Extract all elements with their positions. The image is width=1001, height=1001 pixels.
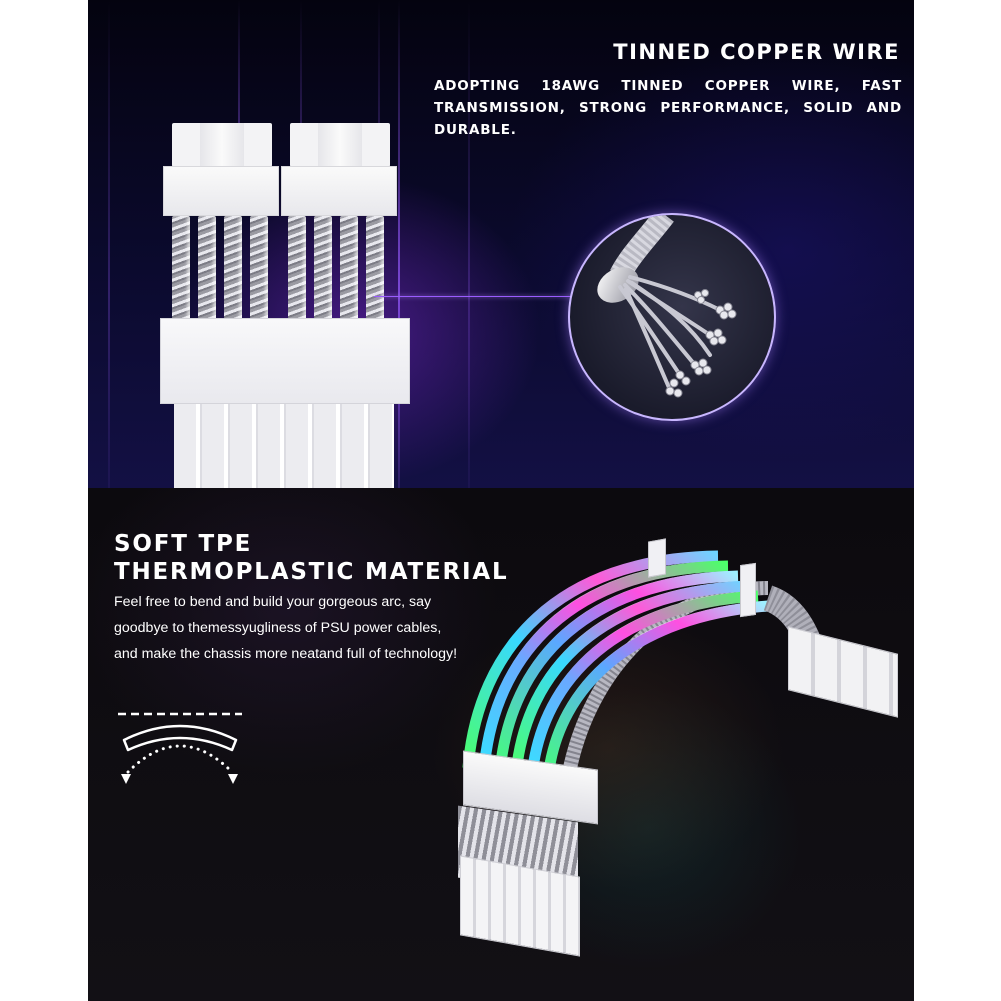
braided-wire [198, 216, 216, 320]
callout-pointer-line [374, 296, 624, 297]
braided-wire [288, 216, 306, 320]
heading-line-2: THERMOPLASTIC MATERIAL [114, 559, 509, 585]
braided-wire [366, 216, 384, 320]
light-streak [108, 0, 110, 488]
body-line-3: and make the chassis more neatand full o… [114, 646, 458, 662]
copper-strands-closeup [568, 213, 776, 421]
cable-sleeves [174, 404, 394, 488]
braided-wire [314, 216, 332, 320]
cable-comb-clip [648, 538, 666, 578]
soft-tpe-material-panel: SOFT TPE THERMOPLASTIC MATERIAL Feel fre… [88, 488, 914, 1001]
connector-housing-right [281, 166, 397, 216]
tinned-copper-wire-panel: TINNED COPPER WIRE ADOPTING 18AWG TINNED… [88, 0, 914, 488]
section-heading: SOFT TPE THERMOPLASTIC MATERIAL [114, 530, 508, 586]
section-title: TINNED COPPER WIRE [613, 40, 900, 64]
braided-wire [340, 216, 358, 320]
heading-line-1: SOFT TPE [114, 531, 253, 557]
light-streak [398, 0, 400, 488]
light-streak [468, 0, 470, 488]
connector-housing-left [163, 166, 279, 216]
connector-comb [160, 318, 410, 404]
body-line-2: goodbye to themessyugliness of PSU power… [114, 620, 442, 636]
wire-strands-icon [597, 215, 737, 398]
braided-wire [224, 216, 242, 320]
connector-top-right [290, 123, 390, 167]
connector-top-left [172, 123, 272, 167]
braided-wire [250, 216, 268, 320]
rgb-cable-arc [462, 550, 831, 780]
body-line-1: Feel free to bend and build your gorgeou… [114, 594, 432, 610]
section-body: Feel free to bend and build your gorgeou… [114, 589, 457, 667]
braided-wire [172, 216, 190, 320]
section-description: ADOPTING 18AWG TINNED COPPER WIRE, FAST … [434, 78, 902, 138]
cable-comb-clip [740, 562, 756, 618]
bend-arc-icon [118, 712, 242, 784]
